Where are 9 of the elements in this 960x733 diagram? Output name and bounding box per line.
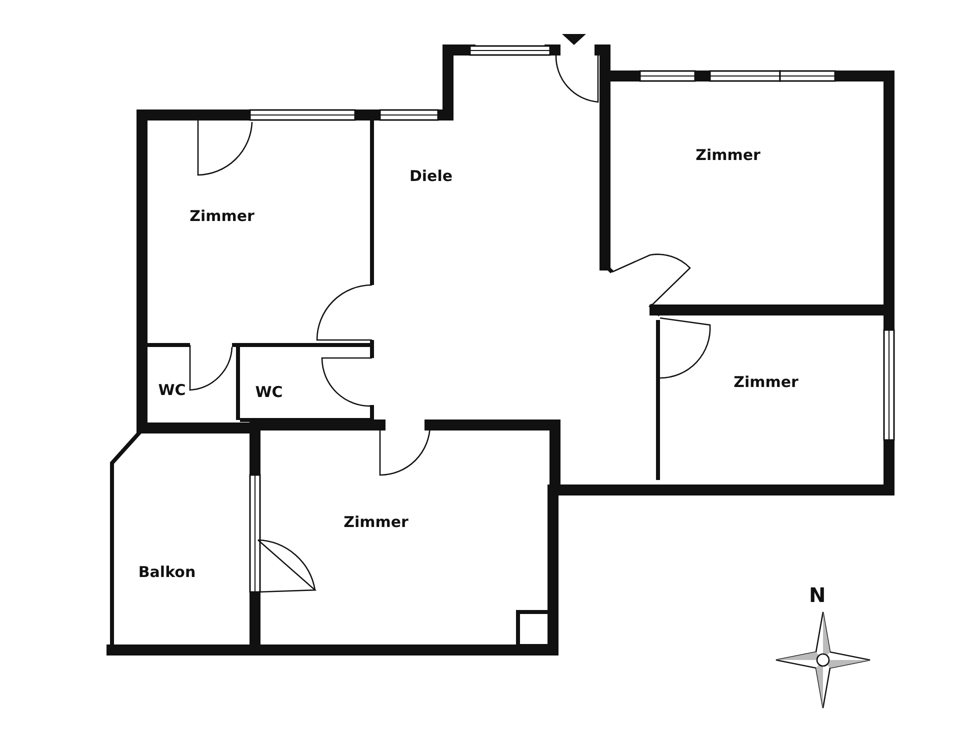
room-label: Zimmer <box>734 373 798 391</box>
room-label: WC <box>255 383 283 401</box>
room-label: Diele <box>409 167 453 185</box>
north-label: N <box>809 583 826 607</box>
room-label: Zimmer <box>190 207 254 225</box>
room-label: Zimmer <box>696 146 760 164</box>
room-label: Balkon <box>138 563 196 581</box>
room-label: WC <box>158 381 186 399</box>
room-label: Zimmer <box>344 513 408 531</box>
